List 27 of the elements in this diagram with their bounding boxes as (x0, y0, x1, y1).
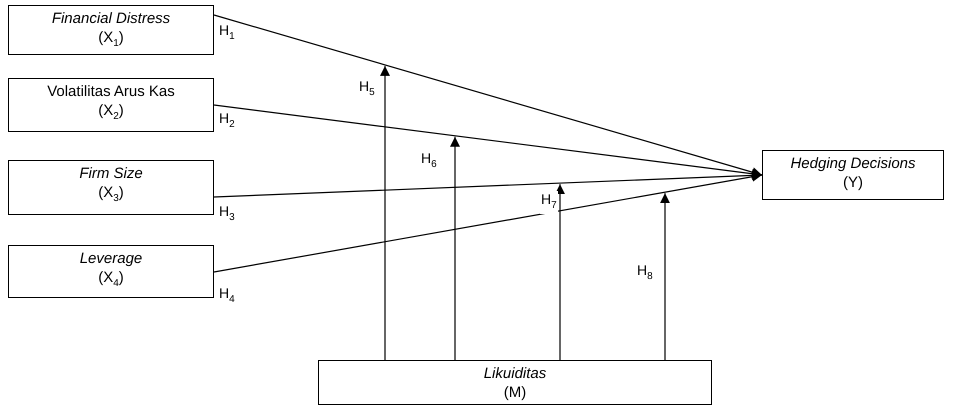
hypothesis-label: H$_{7}$ (540, 191, 558, 214)
variable-box (8, 5, 214, 55)
variable-label: (X$_{2}$) (98, 101, 124, 124)
variable-label: (Y) (843, 173, 863, 192)
variable-box (8, 160, 214, 215)
arrow (214, 104, 762, 179)
variable-label: Hedging Decisions (790, 154, 916, 173)
variable-box (8, 78, 214, 132)
variable-label: (M) (504, 383, 526, 402)
arrow (214, 172, 762, 273)
variable-label: Leverage (80, 249, 142, 268)
arrow (214, 170, 762, 198)
variable-label: (X$_{3}$) (98, 183, 124, 206)
variable-label: (X$_{1}$) (98, 28, 124, 51)
variable-label: Financial Distress (52, 9, 170, 28)
variable-box (762, 150, 944, 200)
arrow (450, 136, 460, 360)
variable-label: Volatilitas Arus Kas (47, 82, 175, 101)
variable-label: (X$_{4}$) (98, 268, 124, 291)
arrow (660, 193, 670, 360)
variable-box (8, 245, 214, 298)
arrow (214, 14, 762, 177)
variable-box (318, 360, 712, 405)
variable-label: Likuiditas (484, 364, 546, 383)
variable-label: Firm Size (79, 164, 143, 183)
arrow (380, 66, 390, 360)
arrow (555, 184, 565, 360)
